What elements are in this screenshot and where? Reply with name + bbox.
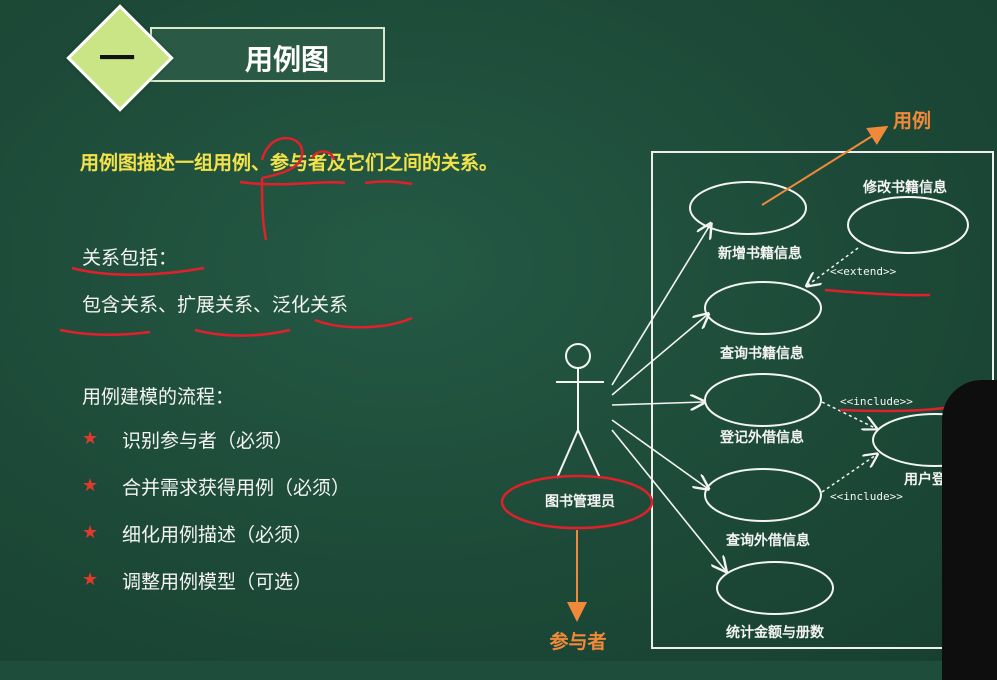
relations-label: 关系包括： [82,247,178,269]
handwritten-mark [839,406,946,413]
actor-highlight-circle [500,474,654,530]
chalkboard-background [0,0,997,661]
star-icon: ★ [82,428,99,449]
use-case-diagram: 图书管理员 新增书籍信息 查询书籍信息 登记外借信息 查询外借信息 统计金额与册… [59,109,997,653]
use-case-annotation: 用例 [893,109,931,132]
description-text: 用例图描述一组用例、参与者及它们之间的关系。 [80,152,499,174]
use-case-edit-book [847,196,969,254]
extend-stereotype: <<extend>> [830,265,897,278]
list-item-text: 识别参与者（必须） [122,430,294,452]
include-stereotype: <<include>> [840,395,913,408]
use-case-label: 统计金额与册数 [726,624,825,641]
use-case-register-loan [704,373,822,427]
relations-value: 包含关系、扩展关系、泛化关系 [82,294,349,316]
use-case-label: 查询书籍信息 [720,345,804,362]
include-stereotype: <<include>> [830,490,903,503]
star-icon: ★ [82,569,99,590]
use-case-label: 登记外借信息 [719,429,804,446]
page-title: 用例图 [245,43,330,76]
use-case-query-book [704,281,822,335]
handwritten-mark [824,288,931,297]
star-icon: ★ [82,475,99,496]
actor-stick-figure [556,343,604,479]
title-box [150,27,385,82]
star-icon: ★ [82,522,99,543]
actor-label: 图书管理员 [545,493,615,510]
use-case-label: 修改书籍信息 [862,179,947,196]
handwritten-marks [59,136,413,337]
dependency-lines [808,247,876,493]
list-item-text: 合并需求获得用例（必须） [122,477,351,499]
process-label: 用例建模的流程： [82,386,235,408]
use-case-pointer-arrow [761,125,889,206]
use-case-add-book [689,181,807,235]
use-case-label: 新增书籍信息 [718,245,802,262]
section-number: 一 [98,39,135,80]
use-case-label: 查询外借信息 [726,532,810,549]
actor-annotation: 参与者 [549,630,606,653]
use-case-user-login [872,413,997,467]
association-lines [611,225,725,570]
presenter-silhouette [942,380,997,680]
list-item-text: 调整用例模型（可选） [122,571,313,593]
use-case-statistics [716,561,834,615]
use-case-query-loan [704,468,822,522]
list-item-text: 细化用例描述（必须） [122,524,313,546]
